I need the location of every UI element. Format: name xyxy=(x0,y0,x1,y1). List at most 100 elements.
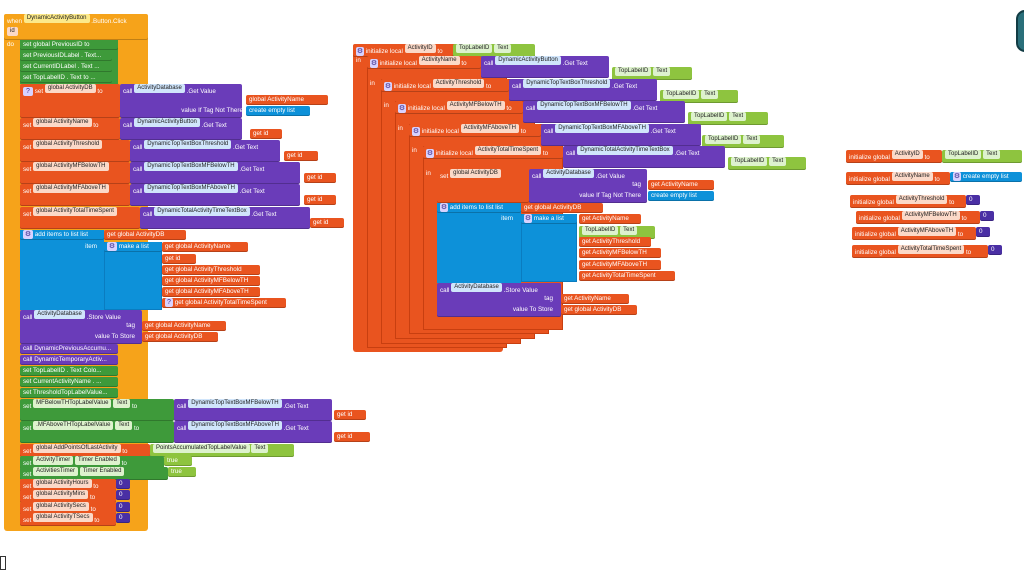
set-mfbelowthtoplabelvalue[interactable]: set MFBelowTHTopLabelValue Text to xyxy=(20,399,174,421)
set-toplabel-id[interactable]: set TopLabelID . Text to ... xyxy=(20,73,112,83)
toplabelid-text[interactable]: TopLabelID Text xyxy=(942,150,1022,163)
toplabelid-text[interactable]: TopLabelID Text xyxy=(660,90,738,103)
get-id[interactable]: get id xyxy=(334,432,370,442)
param-id[interactable]: id xyxy=(7,27,18,36)
event-block-header[interactable]: when DynamicActivityButton .Button.Click… xyxy=(4,14,148,40)
toplabelid-text[interactable]: TopLabelID Text xyxy=(728,157,806,170)
set-thresholdtoplabelvalue[interactable]: set ThresholdTopLabelValue... xyxy=(20,388,118,398)
get-activitymfbelowth[interactable]: get ActivityMFBelowTH xyxy=(579,248,661,258)
init-global-activityname[interactable]: initialize global ActivityName to xyxy=(846,172,950,185)
create-empty-list[interactable]: create empty list xyxy=(648,191,714,201)
set-global-activitydb[interactable]: set global ActivityDB xyxy=(437,169,529,203)
get-activitymfaboveth[interactable]: get global ActivityMFAboveTH xyxy=(162,287,260,297)
init-global-activityid[interactable]: initialize global ActivityID to xyxy=(846,150,942,163)
toplabelid-text[interactable]: TopLabelID Text xyxy=(612,67,692,80)
call-activitydatabase-getvalue[interactable]: call ActivityDatabase .Get Value xyxy=(120,84,242,118)
number-zero[interactable]: 0 xyxy=(988,245,1002,255)
get-global-activitydb[interactable]: get global ActivityDB xyxy=(104,230,186,240)
init-local-activitythreshold[interactable]: ⚙ initialize local ActivityThreshold to xyxy=(381,79,509,92)
make-a-list-block[interactable] xyxy=(521,214,577,282)
init-global-activitytotaltimespent[interactable]: initialize global ActivityTotalTimeSpent… xyxy=(852,245,988,258)
component-dropdown[interactable]: DynamicActivityButton xyxy=(23,14,90,23)
call-totaltime-gettext[interactable]: call DynamicTotalActivityTimeTextBox .Ge… xyxy=(140,207,310,229)
number-zero[interactable]: 0 xyxy=(116,502,130,512)
get-activitymfaboveth[interactable]: get ActivityMFAboveTH xyxy=(579,260,661,270)
set-activitiestimer-enabled[interactable]: set ActivitiesTimer Timer Enabled xyxy=(20,467,168,480)
add-items-to-list-block[interactable] xyxy=(437,203,521,283)
number-zero[interactable]: 0 xyxy=(116,479,130,489)
set-currentid-label[interactable]: set CurrentIDLabel . Text ... xyxy=(20,62,112,72)
set-currentactivityname[interactable]: set CurrentActivityName . ... xyxy=(20,377,118,387)
call-mfaboveth-gettext[interactable]: call DynamicTopTextBoxMFAboveTH .Get Tex… xyxy=(541,124,701,146)
get-activitymfbelowth[interactable]: get global ActivityMFBelowTH xyxy=(162,276,260,286)
get-activityname[interactable]: get ActivityName xyxy=(561,294,629,304)
set-global-activitydb[interactable]: ? set global ActivityDB to xyxy=(20,84,120,118)
init-global-activitymfaboveth[interactable]: initialize global ActivityMFAboveTH to xyxy=(852,227,976,240)
set-global-activitymins[interactable]: set global ActivityMins to xyxy=(20,490,116,503)
get-activitythreshold[interactable]: get global ActivityThreshold xyxy=(162,265,260,275)
call-mfbelowth-gettext[interactable]: call DynamicTopTextBoxMFBelowTH .Get Tex… xyxy=(174,399,332,421)
get-activityname[interactable]: get ActivityName xyxy=(579,214,641,224)
get-id[interactable]: get id xyxy=(304,195,336,205)
create-empty-list[interactable]: ⚙ create empty list xyxy=(950,172,1022,182)
get-activitytotaltimespent[interactable]: ? get global ActivityTotalTimeSpent xyxy=(162,298,286,308)
get-global-activitydb[interactable]: get global ActivityDB xyxy=(521,203,603,213)
toplabelid-text[interactable]: TopLabelID Text xyxy=(579,226,655,239)
get-id[interactable]: get id xyxy=(162,254,196,264)
backpack-icon[interactable] xyxy=(1016,10,1024,52)
init-local-activitymfaboveth[interactable]: ⚙ initialize local ActivityMFAboveTH to xyxy=(409,124,541,137)
set-previousid-label[interactable]: set PreviousIDLabel . Text... xyxy=(20,51,112,61)
init-local-activitytotaltimespent[interactable]: ⚙ initialize local ActivityTotalTimeSpen… xyxy=(423,146,563,159)
number-zero[interactable]: 0 xyxy=(116,490,130,500)
call-threshold-gettext[interactable]: call DynamicTopTextBoxThreshold .Get Tex… xyxy=(130,140,280,162)
call-dynamicactivitybutton-gettext[interactable]: call DynamicActivityButton .Get Text xyxy=(481,56,609,78)
init-global-activitymfbelowth[interactable]: initialize global ActivityMFBelowTH to xyxy=(856,211,980,224)
number-zero[interactable]: 0 xyxy=(966,195,980,205)
get-id[interactable]: get id xyxy=(304,173,336,183)
get-id[interactable]: get id xyxy=(250,129,282,139)
init-global-activitythreshold[interactable]: initialize global ActivityThreshold to xyxy=(850,195,966,208)
init-local-activitymfbelowth[interactable]: ⚙ initialize local ActivityMFBelowTH to xyxy=(395,101,523,114)
call-mfaboveth-gettext[interactable]: call DynamicTopTextBoxMFAboveTH .Get Tex… xyxy=(130,184,300,206)
get-activitythreshold[interactable]: get ActivityThreshold xyxy=(579,237,651,247)
toplabelid-text[interactable]: TopLabelID Text xyxy=(453,44,535,57)
call-dynamicpreviousaccumu[interactable]: call DynamicPreviousAccumu... xyxy=(20,344,118,354)
toplabelid-text[interactable]: TopLabelID Text xyxy=(702,135,784,148)
call-mfbelowth-gettext[interactable]: call DynamicTopTextBoxMFBelowTH .Get Tex… xyxy=(130,162,300,184)
set-global-activitytotaltimespent[interactable]: set global ActivityTotalTimeSpent xyxy=(20,207,140,229)
var-dropdown[interactable]: global ActivityDB xyxy=(44,84,96,93)
get-activityname[interactable]: get ActivityName xyxy=(648,180,714,190)
call-activitydatabase-storevalue[interactable]: call ActivityDatabase .Store Value xyxy=(437,283,561,317)
toplabelid-text[interactable]: TopLabelID Text xyxy=(688,112,768,125)
call-totaltime-gettext[interactable]: call DynamicTotalActivityTimeTextBox .Ge… xyxy=(563,146,725,168)
get-global-activityname[interactable]: callglobal ActivityName xyxy=(246,95,328,105)
set-global-activitythreshold[interactable]: set global ActivityThreshold xyxy=(20,140,130,162)
get-id[interactable]: get id xyxy=(284,151,318,161)
call-activitydatabase-getvalue[interactable]: call ActivityDatabase .Get Value xyxy=(529,169,647,203)
init-local-activityname[interactable]: ⚙ initialize local ActivityName to xyxy=(367,56,481,69)
set-previous-id[interactable]: set global PreviousID to xyxy=(20,40,118,50)
set-global-activitytsecs[interactable]: set global ActivityTSecs to xyxy=(20,513,116,526)
true-block[interactable]: true xyxy=(168,467,196,477)
call-dynamictemporaryactiv[interactable]: call DynamicTemporaryActiv... xyxy=(20,355,118,365)
gear-icon[interactable]: ⚙ xyxy=(23,230,33,239)
get-global-activityname[interactable]: get global ActivityName xyxy=(142,321,226,331)
get-global-activitydb[interactable]: get global ActivityDB xyxy=(142,332,218,342)
set-global-activitymfbelowth[interactable]: set global ActivityMFBelowTH xyxy=(20,162,130,184)
gear-icon[interactable]: ? xyxy=(23,87,33,96)
set-global-activityhours[interactable]: set global ActivityHours to xyxy=(20,479,116,492)
add-items-to-list-block[interactable] xyxy=(20,230,104,310)
get-id[interactable]: get id xyxy=(310,218,344,228)
number-zero[interactable]: 0 xyxy=(976,227,990,237)
set-global-activitymfaboveth[interactable]: set global ActivityMFAboveTH xyxy=(20,184,130,206)
set-toplabelid-textcolor[interactable]: set TopLabelID . Text Colo... xyxy=(20,366,118,376)
make-a-list-block[interactable] xyxy=(104,242,162,310)
create-empty-list[interactable]: create empty list xyxy=(246,106,310,116)
workspace-corner-icon[interactable] xyxy=(0,556,6,570)
true-block[interactable]: true xyxy=(164,456,192,466)
number-zero[interactable]: 0 xyxy=(980,211,994,221)
call-mfaboveth-gettext[interactable]: call DynamicTopTextBoxMFAboveTH .Get Tex… xyxy=(174,421,332,443)
number-zero[interactable]: 0 xyxy=(116,513,130,523)
pointsaccumulated-text[interactable]: PointsAccumulatedTopLabelValue Text xyxy=(150,444,294,457)
